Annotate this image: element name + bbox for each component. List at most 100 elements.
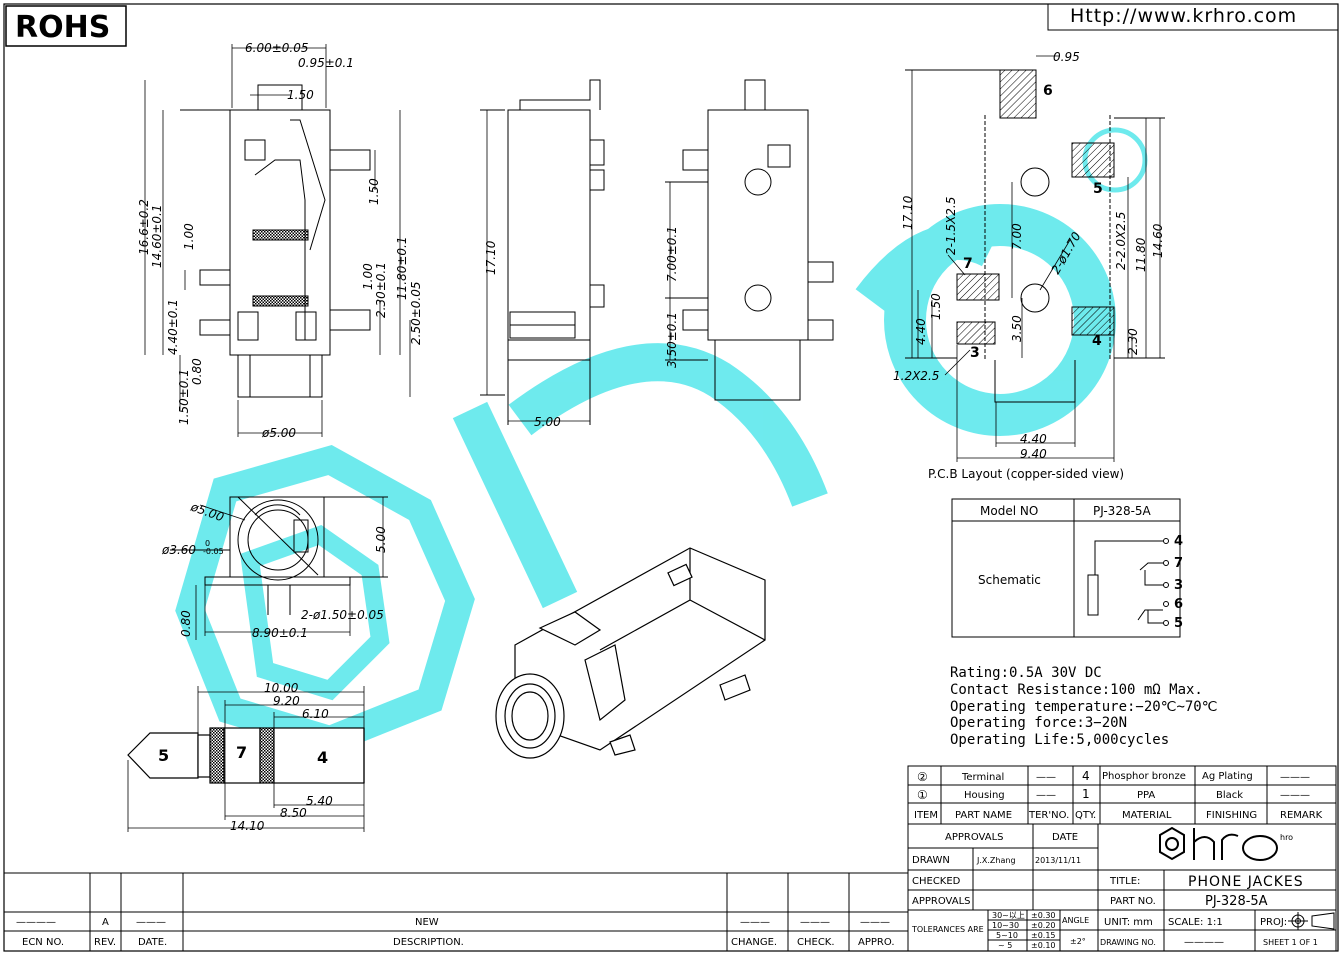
- plug-segment-4: 4: [317, 748, 328, 767]
- dim-top-1-50b: 1.50±0.1: [177, 369, 191, 425]
- dim-top-1-50: 1.50: [287, 88, 314, 102]
- dim-front-5-00: 5.00: [374, 526, 388, 553]
- spec-line: Operating Life:5,000cycles: [950, 732, 1169, 748]
- dim-pcb-1-2x2-5: 1.2X2.5: [893, 369, 939, 383]
- model-header: Model NO: [980, 504, 1038, 518]
- dim-plug-9-20: 9.20: [273, 694, 300, 708]
- bom-qty: 4: [1082, 769, 1090, 783]
- pcb-pad-5: 5: [1093, 181, 1103, 197]
- dim-pcb-4-40v: 4.40: [914, 318, 928, 345]
- rev-appro-val: ———: [860, 917, 890, 928]
- tb-scale: SCALE: 1:1: [1168, 917, 1223, 928]
- bom-finish: Black: [1216, 790, 1243, 801]
- dim-pcb-11-80: 11.80: [1134, 237, 1148, 272]
- dim-top-1-50c: 1.50: [367, 178, 381, 205]
- tb-drawn-date: 2013/11/11: [1035, 856, 1081, 865]
- revision-block: [4, 872, 908, 951]
- bom-qty: 1: [1082, 787, 1090, 801]
- spec-line: Contact Resistance:100 mΩ Max.: [950, 682, 1203, 698]
- schematic-pin-5: 5: [1174, 616, 1183, 631]
- pcb-pad-7: 7: [963, 256, 973, 272]
- dim-plug-5-40: 5.40: [306, 794, 333, 808]
- rohs-label: ROHS: [15, 10, 110, 45]
- rev-rev-val: A: [102, 917, 109, 928]
- tb-title: PHONE JACKES: [1188, 874, 1304, 890]
- tb-tol-range: 30~以上: [992, 911, 1025, 920]
- front-view-dims: [195, 497, 384, 640]
- bom-cells: ② Terminal —— 4 Phosphor bronze Ag Plati…: [914, 769, 1323, 821]
- rev-appro-header: APPRO.: [858, 937, 895, 948]
- rev-date-val: ———: [136, 917, 166, 928]
- dim-front-phi3-6: ø3.60: [161, 543, 196, 557]
- pcb-pad-4: 4: [1092, 333, 1102, 349]
- schematic-pin-7: 7: [1174, 556, 1183, 571]
- dim-pcb-3-50: 3.50: [1010, 315, 1024, 342]
- model-table: [951, 498, 1181, 638]
- rev-ecn-val: ————: [16, 917, 56, 928]
- bom-material: PPA: [1137, 790, 1155, 801]
- bom-name: Terminal: [961, 772, 1004, 783]
- tb-tol-value: ±0.20: [1031, 921, 1056, 930]
- tb-drawing-no: DRAWING NO.: [1100, 938, 1156, 947]
- rev-check-header: CHECK.: [797, 937, 835, 948]
- dim-side-5-00: 5.00: [534, 415, 561, 429]
- company-url: Http://www.krhro.com: [1070, 5, 1297, 27]
- tb-sheet: SHEET 1 OF 1: [1263, 938, 1318, 947]
- dim-top-6-00: 6.00±0.05: [245, 41, 309, 55]
- dim-bottom-7-00: 7.00±0.1: [665, 226, 679, 282]
- bom-header-ter: TER'NO.: [1028, 810, 1069, 821]
- dim-pcb-1-50: 1.50: [929, 293, 943, 320]
- model-header-value: PJ-328-5A: [1093, 504, 1152, 518]
- plug-drawing: [127, 727, 365, 784]
- tb-tol-range: ~ 5: [998, 941, 1012, 950]
- rev-ecn-header: ECN NO.: [22, 937, 64, 948]
- tb-part-label: PART NO.: [1110, 896, 1156, 907]
- dim-bottom-3-50: 3.50±0.1: [665, 312, 679, 368]
- tb-angle: ANGLE: [1062, 916, 1089, 925]
- bom-remark: ———: [1280, 772, 1310, 783]
- plug-segment-7: 7: [236, 743, 247, 762]
- spec-line: Operating force:3−20N: [950, 715, 1127, 731]
- pcb-layout: [905, 69, 1165, 403]
- dim-front-tol-bot: -0.05: [203, 547, 224, 556]
- dim-front-8-90: 8.90±0.1: [252, 626, 308, 640]
- tb-proj: PROJ:: [1260, 917, 1287, 928]
- dim-pcb-2-1-5x2-5: 2-1.5X2.5: [944, 197, 958, 255]
- bom-finish: Ag Plating: [1202, 771, 1253, 782]
- dim-top-0-95: 0.95±0.1: [298, 56, 354, 70]
- tb-title-label: TITLE:: [1109, 876, 1140, 887]
- url-frame: [1047, 4, 1338, 31]
- rev-change-val: ———: [740, 917, 770, 928]
- bom-ter: ——: [1036, 790, 1056, 801]
- top-view-dims: [144, 44, 411, 437]
- dim-plug-14-10: 14.10: [230, 819, 265, 833]
- dim-top-2-50: 2.50±0.05: [409, 282, 423, 346]
- dim-pcb-4-40: 4.40: [1020, 432, 1047, 446]
- rev-check-val: ———: [800, 917, 830, 928]
- dim-plug-8-50: 8.50: [280, 806, 307, 820]
- dim-plug-10-00: 10.00: [264, 681, 299, 695]
- rev-rev-header: REV.: [94, 937, 116, 948]
- bom-header-qty: QTY.: [1075, 810, 1096, 821]
- dim-front-tol-top: 0: [205, 539, 210, 548]
- schematic-label: Schematic: [978, 573, 1041, 587]
- plug-segment-5: 5: [158, 746, 169, 765]
- dim-top-11-80: 11.80±0.1: [395, 237, 409, 301]
- dim-front-2-phi1-5: 2-ø1.50±0.05: [301, 608, 384, 622]
- tb-tol-range: 10~30: [992, 921, 1019, 930]
- bom-remark: ———: [1280, 790, 1310, 801]
- bom-ter: ——: [1036, 772, 1056, 783]
- schematic-pin-3: 3: [1174, 578, 1183, 593]
- schematic-pin-6: 6: [1174, 597, 1183, 612]
- bom-item: ②: [917, 770, 928, 784]
- spec-line: Rating:0.5A 30V DC: [950, 665, 1102, 681]
- rev-desc-header: DESCRIPTION.: [393, 937, 464, 948]
- tb-approvals2: APPROVALS: [912, 896, 971, 907]
- bom-header-name: PART NAME: [955, 810, 1012, 821]
- rohs-box: [5, 5, 127, 47]
- tb-date: DATE: [1052, 832, 1078, 843]
- projection-symbol-icon: [1288, 912, 1335, 930]
- dim-pcb-0-95: 0.95: [1053, 50, 1080, 64]
- bom-header-remark: REMARK: [1280, 810, 1323, 821]
- tb-tol-value: ±0.30: [1031, 911, 1056, 920]
